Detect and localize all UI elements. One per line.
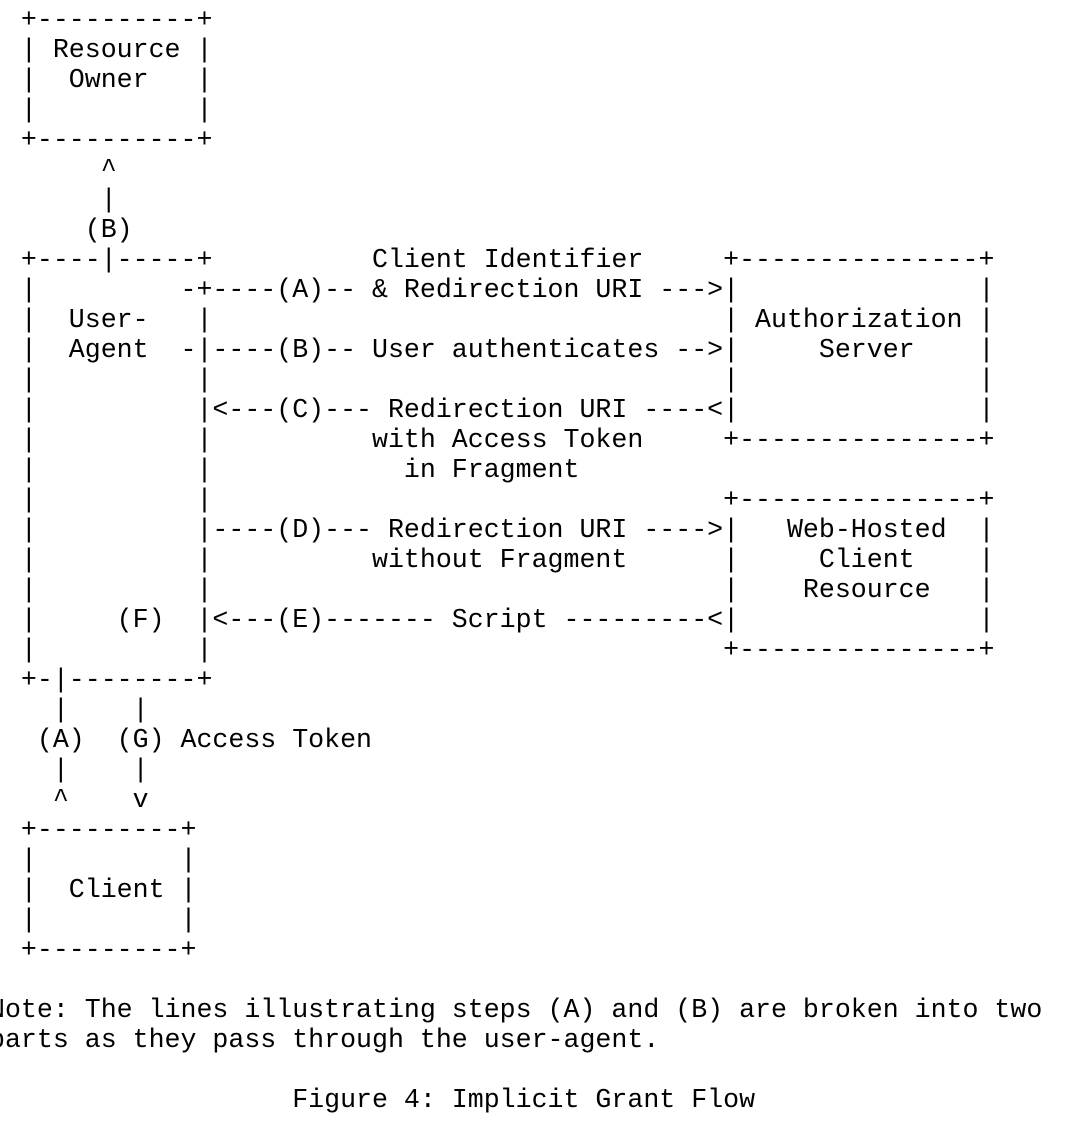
diagram-line: | | in Fragment [0, 455, 580, 485]
diagram-line: | [0, 185, 117, 215]
diagram-line: | | [0, 905, 197, 935]
diagram-line: +-|--------+ [0, 665, 213, 695]
diagram-line: | Client | [0, 875, 197, 905]
diagram-line: | User- | | Authorization | [0, 305, 995, 335]
diagram-line: ^ [0, 155, 117, 185]
diagram-line: +----------+ [0, 125, 213, 155]
figure-caption: Figure 4: Implicit Grant Flow [0, 1085, 756, 1115]
diagram-line: +----|-----+ Client Identifier +--------… [0, 245, 995, 275]
diagram-line: | | | Resource | [0, 575, 995, 605]
diagram-line: | -+----(A)-- & Redirection URI --->| | [0, 275, 995, 305]
diagram-line: (B) [0, 215, 133, 245]
diagram-line: | | without Fragment | Client | [0, 545, 995, 575]
diagram-line: | | [0, 695, 149, 725]
diagram-line: | | with Access Token +---------------+ [0, 425, 995, 455]
diagram-line: +----------+ [0, 5, 213, 35]
diagram-line: | | [0, 95, 213, 125]
diagram-line: | Resource | [0, 35, 213, 65]
diagram-line: | | [0, 845, 197, 875]
diagram-line: | (F) |<---(E)------- Script ---------<|… [0, 605, 995, 635]
diagram-line: | Owner | [0, 65, 213, 95]
note-line: parts as they pass through the user-agen… [0, 1025, 660, 1055]
diagram-line: | Agent -|----(B)-- User authenticates -… [0, 335, 995, 365]
diagram-line: ^ v [0, 785, 149, 815]
diagram-line: | |----(D)--- Redirection URI ---->| Web… [0, 515, 995, 545]
diagram-line: | | +---------------+ [0, 635, 995, 665]
diagram-line: | | [0, 755, 149, 785]
diagram-line: | | +---------------+ [0, 485, 995, 515]
diagram-line: +---------+ [0, 935, 197, 965]
diagram-line: | |<---(C)--- Redirection URI ----<| | [0, 395, 995, 425]
note-line: Note: The lines illustrating steps (A) a… [0, 995, 1043, 1025]
diagram-line: (A) (G) Access Token [0, 725, 373, 755]
diagram-line: +---------+ [0, 815, 197, 845]
diagram-line: | | | | [0, 365, 995, 395]
